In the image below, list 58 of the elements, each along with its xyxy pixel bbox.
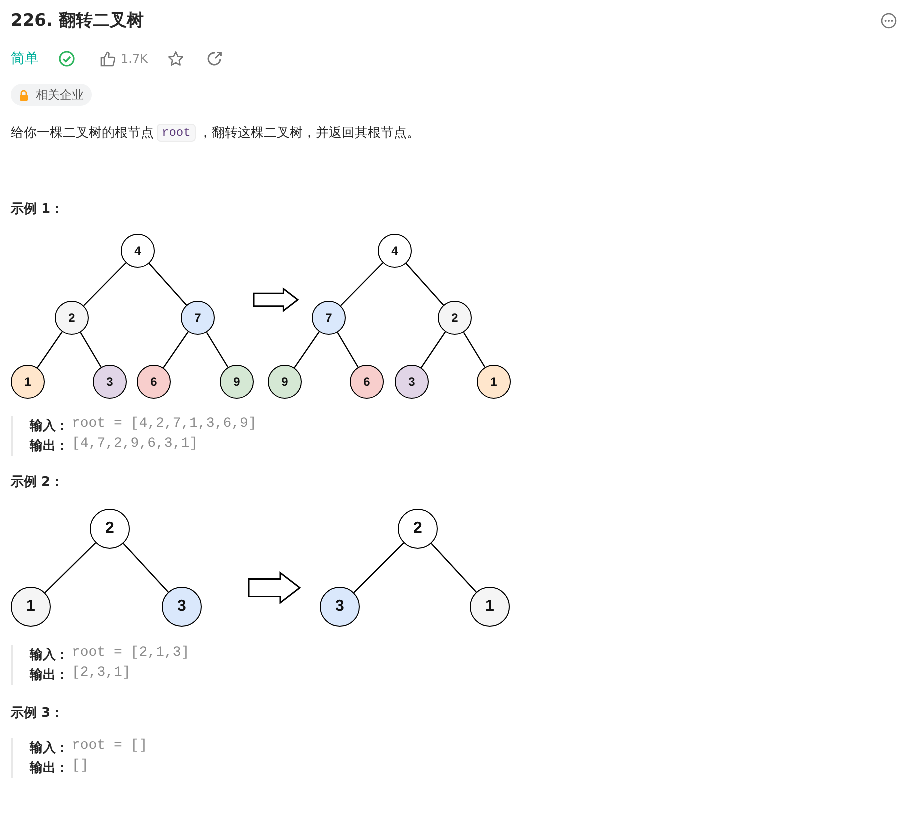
tree-node: 1 <box>11 365 45 399</box>
tree-edge <box>431 543 477 593</box>
tree-node: 4 <box>121 234 155 268</box>
tree-node: 2 <box>438 301 472 335</box>
tree-node: 9 <box>220 365 254 399</box>
example-heading: 示例 1： <box>11 201 64 218</box>
code-value: root = [4,2,7,1,3,6,9] <box>72 416 257 432</box>
tree-edge <box>123 543 169 593</box>
like-count: 1.7K <box>121 52 148 66</box>
tree-edge <box>206 332 229 368</box>
tree-edge <box>163 332 189 368</box>
tree-node: 7 <box>181 301 215 335</box>
tree-edge <box>406 263 444 306</box>
tree-node: 9 <box>268 365 302 399</box>
tree-edge <box>463 332 486 368</box>
code-value: [2,3,1] <box>72 665 131 681</box>
code-value: [] <box>72 758 89 774</box>
tree-node: 6 <box>137 365 171 399</box>
description-text: ，翻转这棵二叉树，并返回其根节点。 <box>198 125 420 142</box>
tree-edge <box>84 262 126 306</box>
tree-node: 3 <box>93 365 127 399</box>
tree-node: 1 <box>470 587 510 627</box>
code-value: root = [2,1,3] <box>72 645 190 661</box>
tree-edge <box>420 332 446 368</box>
tree-edge <box>44 542 96 594</box>
tree-node: 3 <box>162 587 202 627</box>
tree-edge <box>80 332 102 368</box>
field-label: 输入： <box>30 740 69 757</box>
example-heading: 示例 2： <box>11 474 64 491</box>
tree-node: 2 <box>90 509 130 549</box>
difficulty-label: 简单 <box>11 50 39 68</box>
tree-node: 1 <box>477 365 511 399</box>
description-text: 给你一棵二叉树的根节点 <box>11 125 154 142</box>
tree-edge <box>354 542 404 594</box>
tree-edge <box>294 332 320 368</box>
tree-node: 4 <box>378 234 412 268</box>
tree-node: 6 <box>350 365 384 399</box>
tree-edge <box>148 263 188 306</box>
example-heading: 示例 3： <box>11 705 64 722</box>
field-label: 输入： <box>30 418 69 435</box>
field-label: 输入： <box>30 646 69 664</box>
company-tag: 相关企业 <box>11 84 92 106</box>
tree-node: 3 <box>395 365 429 399</box>
page-title: 226. 翻转二叉树 <box>11 10 144 32</box>
field-label: 输出： <box>30 667 69 684</box>
field-label: 输出： <box>30 438 69 455</box>
tree-edge <box>337 332 359 368</box>
code-value: root = [] <box>72 738 148 754</box>
tree-edge <box>340 262 384 306</box>
tree-node: 7 <box>312 301 346 335</box>
tree-node: 2 <box>398 509 438 549</box>
code-chip: root <box>157 124 196 142</box>
tree-node: 2 <box>55 301 89 335</box>
tree-edge <box>37 332 63 368</box>
field-label: 输出： <box>30 760 69 777</box>
tree-node: 3 <box>320 587 360 627</box>
tree-node: 1 <box>11 587 51 627</box>
code-value: [4,7,2,9,6,3,1] <box>72 436 198 452</box>
